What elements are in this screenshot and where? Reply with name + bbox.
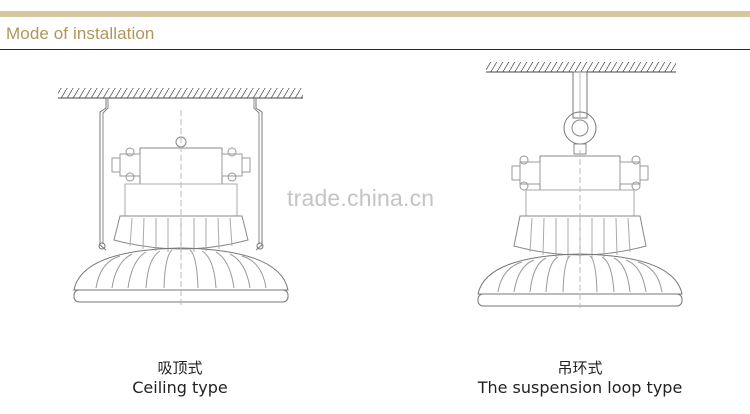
ceiling-type-diagram bbox=[58, 88, 303, 305]
ceiling-type-chinese-label: 吸顶式 bbox=[157, 359, 203, 377]
suspension-type-chinese-label: 吊环式 bbox=[557, 359, 603, 377]
suspension-loop-type-diagram bbox=[477, 62, 683, 308]
ceiling-type-caption: 吸顶式 Ceiling type bbox=[100, 358, 260, 398]
ceiling-type-english-label: Ceiling type bbox=[132, 378, 228, 397]
suspension-type-caption: 吊环式 The suspension loop type bbox=[455, 358, 705, 398]
watermark-text: trade.china.cn bbox=[287, 185, 435, 211]
top-accent-bar bbox=[0, 11, 750, 17]
suspension-type-english-label: The suspension loop type bbox=[477, 378, 683, 397]
title-divider bbox=[0, 49, 750, 50]
section-title: Mode of installation bbox=[6, 24, 155, 43]
